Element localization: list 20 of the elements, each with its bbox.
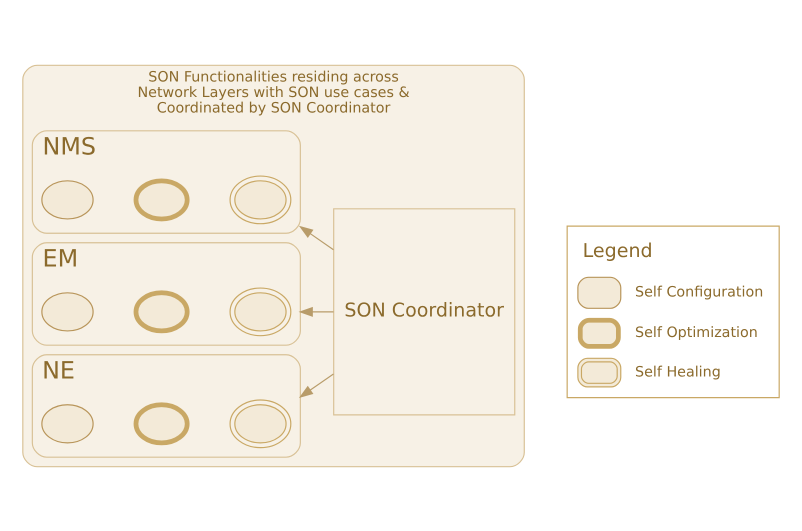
node-ellipse [134,402,190,445]
node-ellipse [134,290,190,333]
arrow [298,373,334,398]
node-ellipse [41,292,94,332]
cluster: NMS [32,130,301,234]
arrow [298,225,334,250]
cluster: EM [32,242,301,346]
node-ellipse [41,404,94,443]
node-ellipse [229,398,292,448]
cluster: NE [32,354,301,458]
node-ellipse [229,174,292,224]
node-ellipse [41,180,94,220]
legend-label: Self Healing [635,364,721,380]
label: Legend [582,239,653,262]
legend-label: Self Optimization [635,324,758,340]
node-ellipse [134,178,190,221]
legend-label: Self Configuration [635,284,764,300]
node-ellipse [229,286,292,336]
node-box: SON Coordinator [333,208,516,415]
arrow [298,306,334,316]
